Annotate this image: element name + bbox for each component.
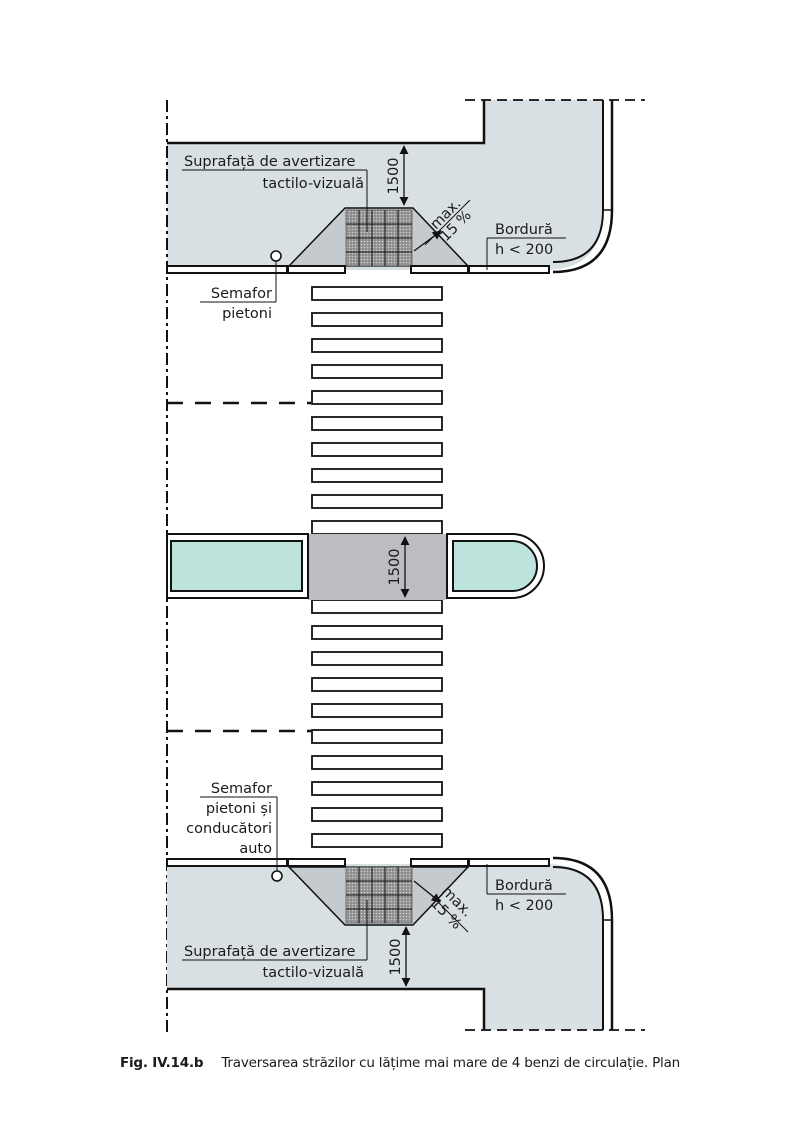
svg-text:1500: 1500	[386, 158, 402, 195]
svg-text:Suprafață de avertizare: Suprafață de avertizare	[184, 944, 356, 960]
top-pedestrian-signal: Semafor pietoni	[200, 250, 282, 322]
svg-text:auto: auto	[239, 841, 272, 857]
island-dimension: 1500	[387, 549, 403, 586]
svg-text:1500: 1500	[388, 939, 404, 976]
svg-text:Suprafață de avertizare: Suprafață de avertizare	[184, 154, 356, 170]
figure-caption: Fig. IV.14.b Traversarea străzilor cu lăț…	[0, 1055, 800, 1071]
bottom-signal-label: Semafor pietoni și conducători auto	[186, 781, 283, 882]
figure-title: Traversarea străzilor cu lățime mai mare…	[221, 1055, 681, 1071]
bottom-tactile-label: Suprafață de avertizare tactilo-vizuală	[182, 900, 368, 981]
top-dimension-1500: 1500	[386, 145, 409, 206]
figure-number: Fig. IV.14.b	[119, 1055, 204, 1071]
crosswalk-upper	[311, 286, 443, 535]
svg-text:tactilo-vizuală: tactilo-vizuală	[263, 965, 364, 981]
bottom-curb-label: Bordură h < 200	[486, 864, 566, 914]
top-sidewalk	[166, 99, 645, 274]
svg-text:Bordură: Bordură	[495, 222, 553, 238]
bottom-sidewalk	[166, 856, 645, 1031]
crosswalk-lower	[311, 599, 443, 848]
svg-text:Bordură: Bordură	[495, 878, 553, 894]
svg-text:Semafor: Semafor	[211, 781, 272, 797]
median-island: 1500	[166, 533, 545, 600]
top-curb-label: Bordură h < 200	[486, 222, 566, 270]
svg-text:h < 200: h < 200	[495, 898, 553, 914]
svg-text:tactilo-vizuală: tactilo-vizuală	[263, 176, 364, 192]
svg-text:pietoni și: pietoni și	[206, 801, 272, 817]
svg-text:Semafor: Semafor	[211, 286, 272, 302]
svg-text:conducători: conducători	[186, 821, 272, 837]
top-tactile-label: Suprafață de avertizare tactilo-vizuală	[182, 154, 368, 232]
svg-text:h < 200: h < 200	[495, 242, 553, 258]
bottom-dimension-1500: 1500	[388, 926, 411, 987]
svg-text:pietoni: pietoni	[222, 306, 272, 322]
